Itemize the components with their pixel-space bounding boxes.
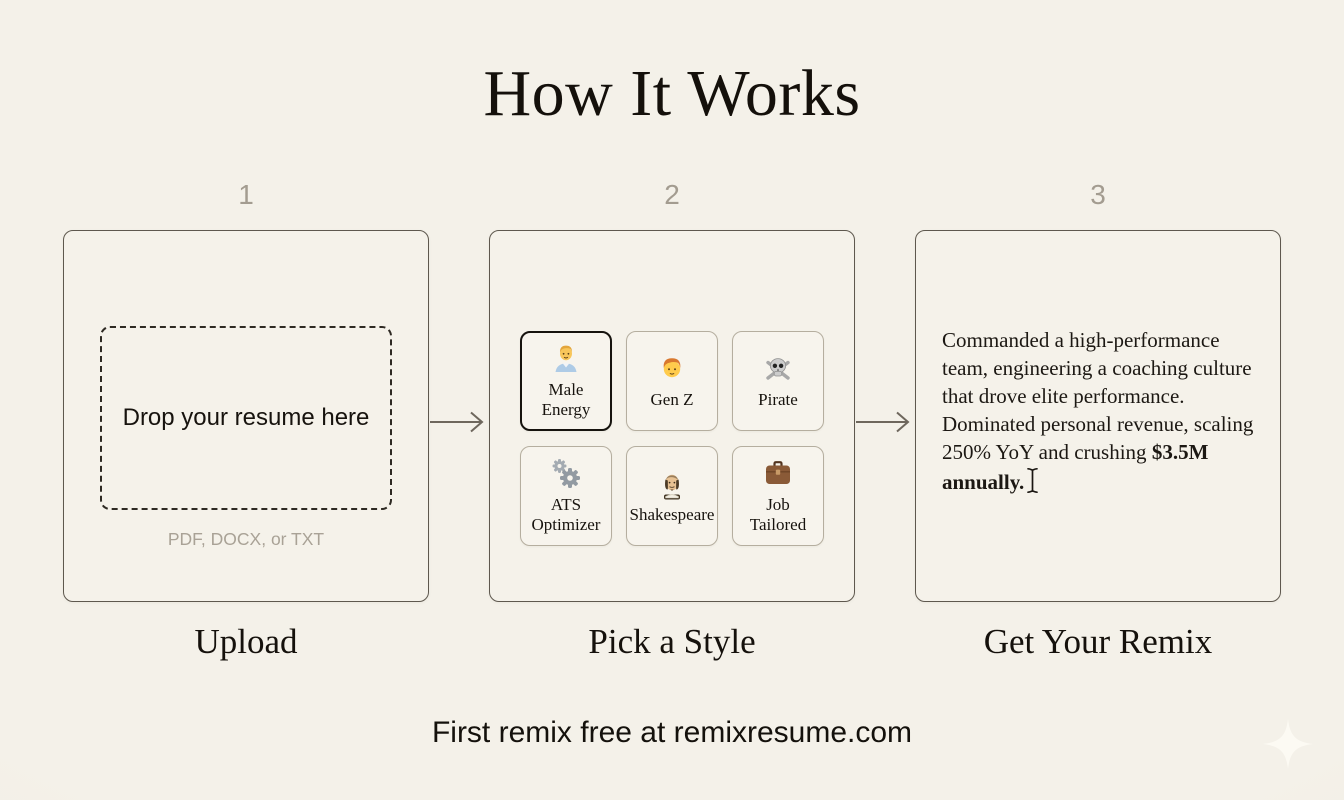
style-tile-shakespeare[interactable]: Shakespeare [626,446,718,546]
step-3-label: Get Your Remix [983,622,1213,661]
person-icon [663,358,681,378]
skull-crossbones-icon [766,358,790,380]
step-pick-style: 2 Male Energy [489,178,855,662]
briefcase-icon [766,461,790,485]
remix-output-box: Commanded a high-performance team, engin… [915,230,1281,602]
style-tile-label: ATS Optimizer [531,495,601,534]
dropzone-text: Drop your resume here [122,404,370,432]
remix-line-2: Dominated personal revenue, scaling 250%… [942,411,1254,494]
style-tile-male-energy[interactable]: Male Energy [520,331,612,431]
page-title: How It Works [483,57,861,130]
steps-row: 1 Drop your resume here PDF, DOCX, or TX… [0,178,1344,662]
step-1-number: 1 [238,179,254,210]
style-tile-label: Shakespeare [629,505,715,525]
remix-bold-metric: $3.5M annually. [942,439,1209,494]
footer-tagline: First remix free at remixresume.com [431,716,913,749]
text-cursor-icon [1027,467,1039,493]
file-types-hint: PDF, DOCX, or TXT [167,529,325,549]
man-office-worker-icon [555,346,577,373]
style-tile-label: Gen Z [650,390,694,410]
style-picker-box: Male Energy Gen Z [489,230,855,602]
step-get-remix: 3 Commanded a high-performance team, eng… [915,178,1281,662]
arrow-right-icon [856,411,910,433]
style-tile-pirate[interactable]: Pirate [732,331,824,431]
step-2-label: Pick a Style [588,622,756,661]
step-2-number: 2 [664,179,680,210]
style-grid: Male Energy Gen Z [520,331,824,546]
style-tile-job-tailored[interactable]: Job Tailored [732,446,824,546]
remix-line-1: Commanded a high-performance team, engin… [942,328,1252,408]
remix-output-text[interactable]: Commanded a high-performance team, engin… [942,327,1254,497]
style-tile-gen-z[interactable]: Gen Z [626,331,718,431]
step-1-label: Upload [194,622,298,661]
style-tile-ats-optimizer[interactable]: ATS Optimizer [520,446,612,546]
upload-box: Drop your resume here PDF, DOCX, or TXT [63,230,429,602]
sparkle-icon [1263,719,1313,769]
step-3-number: 3 [1090,179,1106,210]
arrow-right-icon [430,411,484,433]
step-upload: 1 Drop your resume here PDF, DOCX, or TX… [63,178,429,662]
style-tile-label: Pirate [758,390,798,410]
shakespeare-portrait-icon [664,474,680,500]
style-tile-label: Male Energy [541,380,591,419]
gears-icon [552,459,580,489]
style-tile-label: Job Tailored [749,495,807,534]
resume-dropzone[interactable]: Drop your resume here [100,326,392,510]
